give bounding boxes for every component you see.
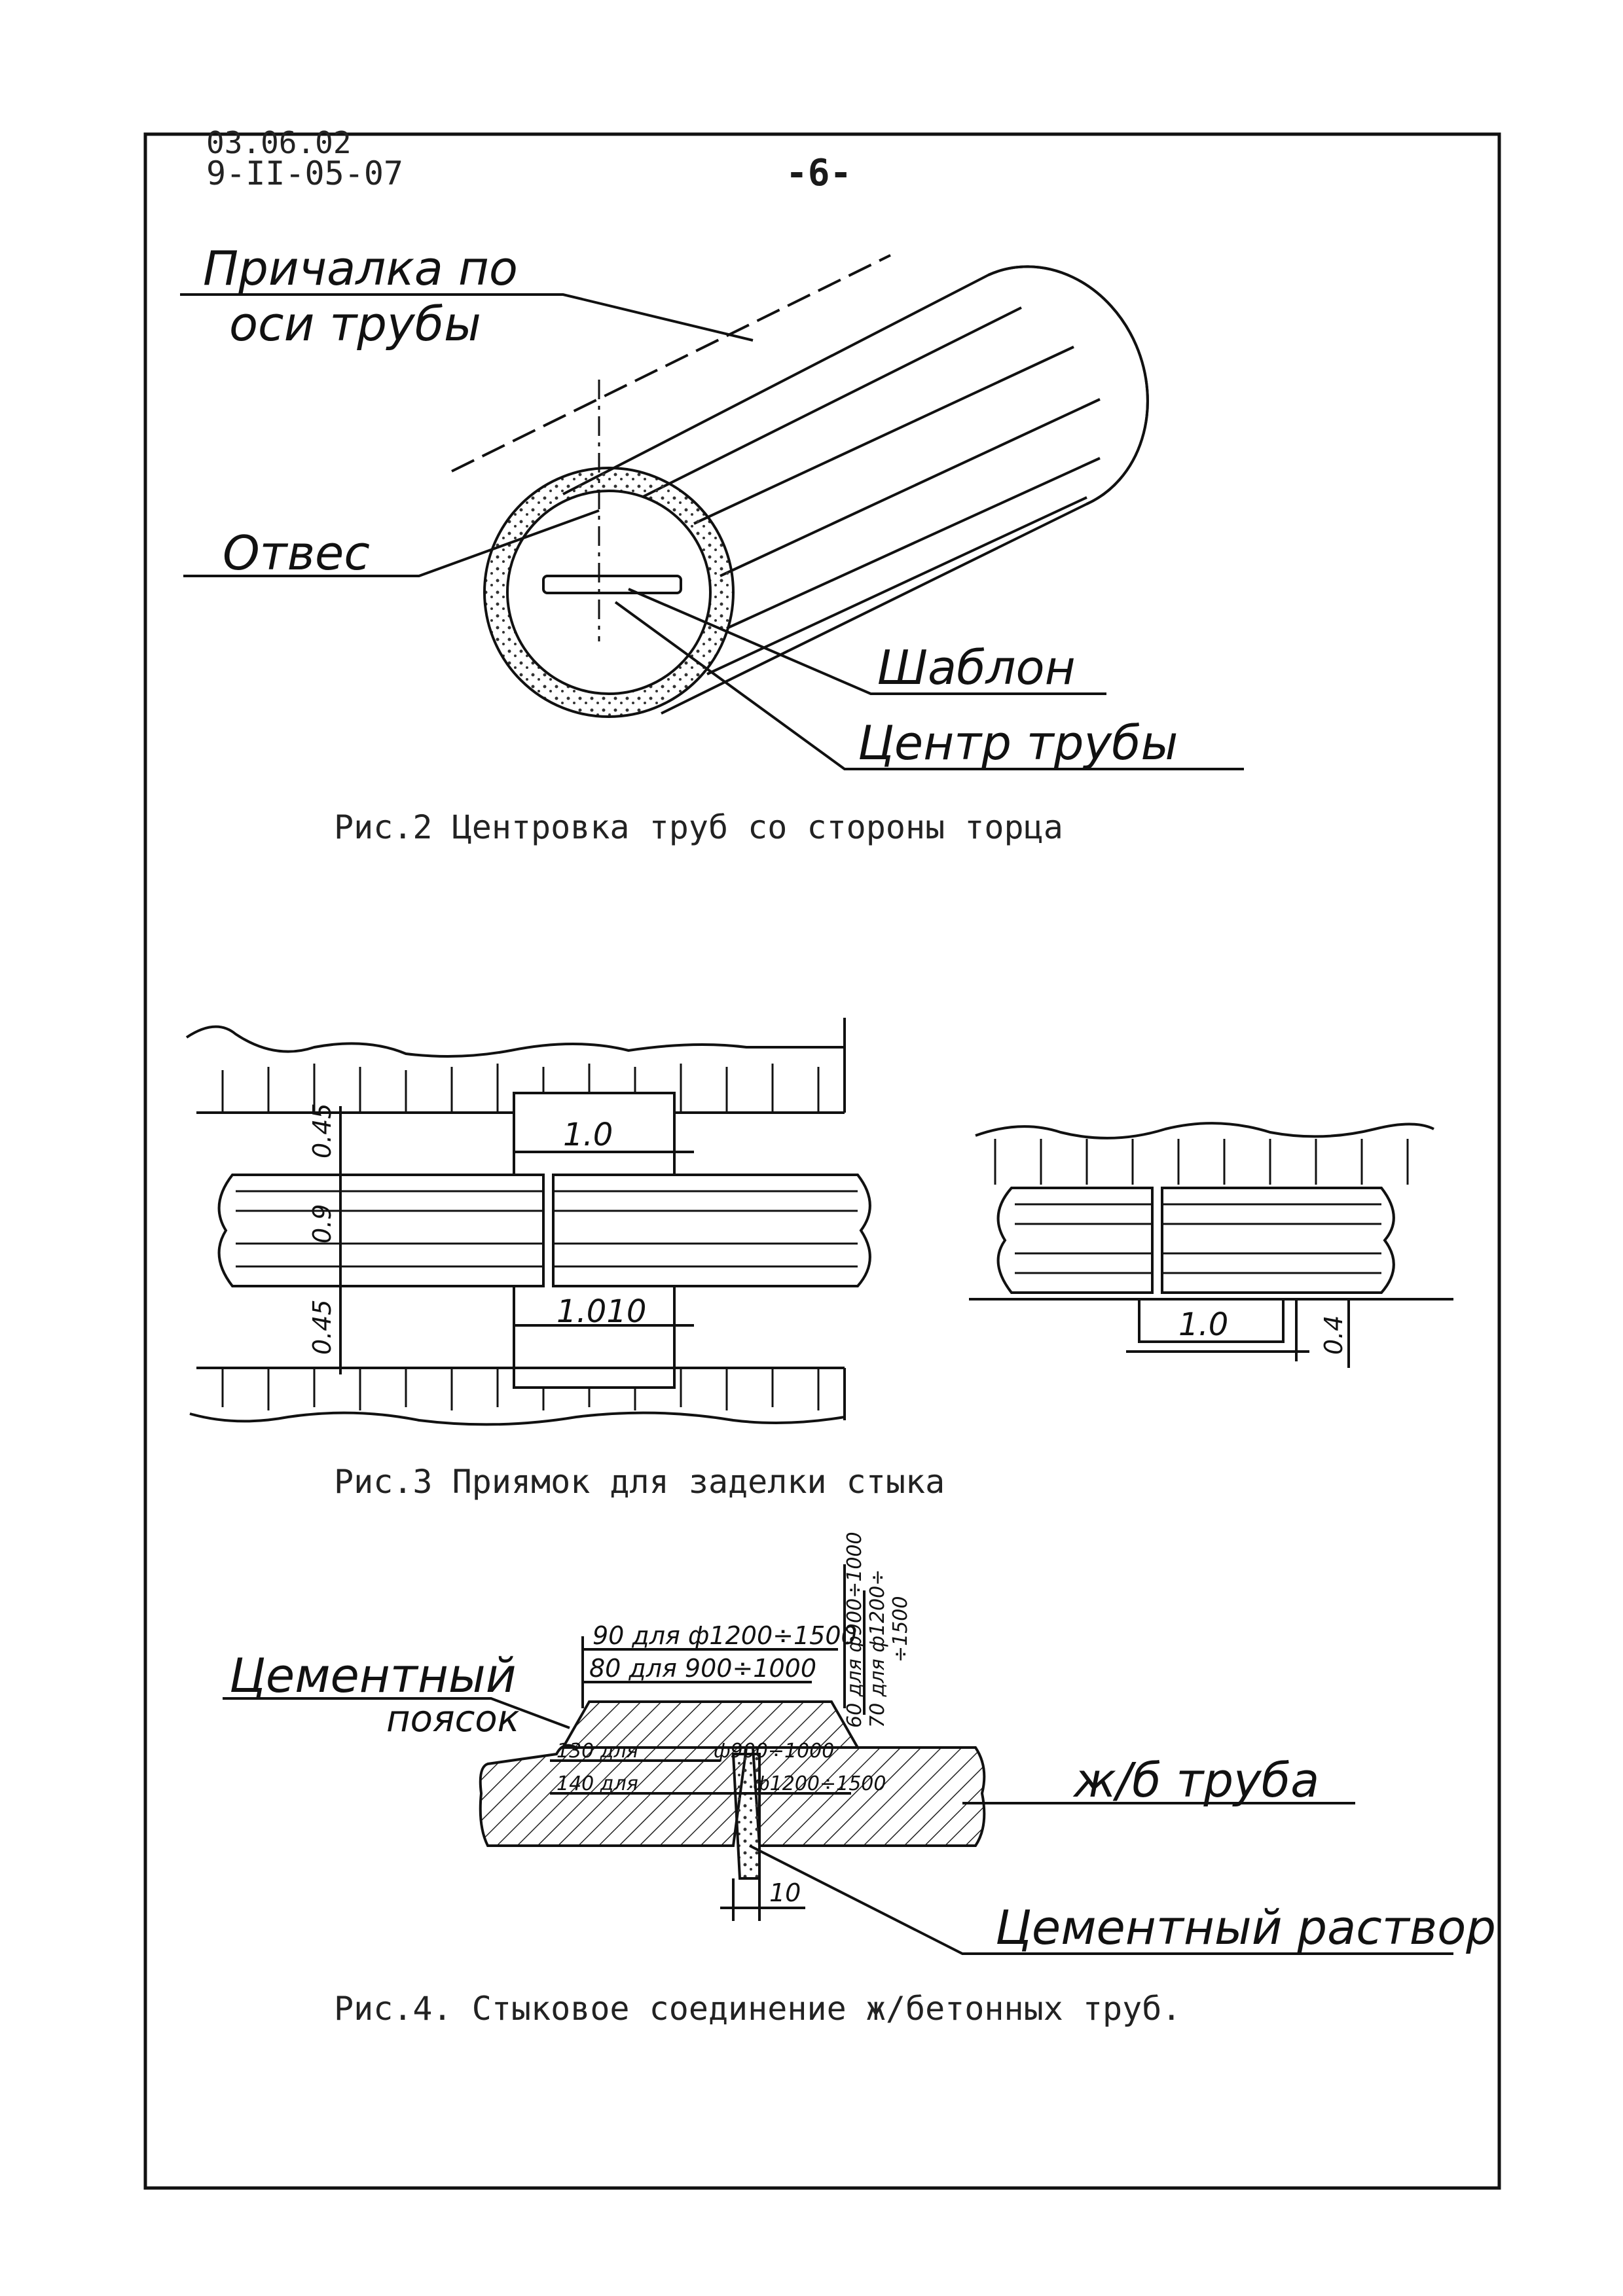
fig4-label-pipe: ж/б труба — [1072, 1753, 1319, 1808]
fig4-dim-gap: 10 — [769, 1878, 801, 1907]
fig4-label-band-line1: Цементный — [229, 1648, 517, 1703]
fig3-dim-right-width: 1.0 — [1178, 1306, 1228, 1343]
fig3-dim-right-depth: 0.4 — [1319, 1316, 1348, 1355]
fig4-dim-90: 90 для ф1200÷1500 — [593, 1621, 857, 1650]
page-number: -6- — [786, 152, 852, 194]
fig4-dim-vert-3: ÷1500 — [889, 1596, 912, 1662]
fig3-dim-lower-depth: 0.45 — [308, 1299, 337, 1355]
fig3-caption: Рис.3 Приямок для заделки стыка — [334, 1463, 945, 1501]
fig4-dim-80: 80 для 900÷1000 — [589, 1654, 816, 1683]
fig2-caption: Рис.2 Центровка труб со стороны торца — [334, 808, 1063, 846]
page-frame — [143, 132, 1501, 2190]
fig2-label-line1: Причалка по — [203, 241, 518, 296]
fig4-dim-1200: ф1200÷1500 — [753, 1772, 886, 1795]
fig4-label-mortar: Цементный раствор — [995, 1900, 1496, 1955]
fig2-label-center: Центр трубы — [858, 715, 1178, 770]
fig4-dim-vert-1: 60 для ф900÷1000 — [843, 1532, 866, 1728]
fig4-dim-140: 140 для — [556, 1772, 638, 1795]
fig2-label-line2: оси трубы — [229, 296, 481, 351]
fig3-dim-pipe: 0.9 — [308, 1204, 337, 1244]
fig3-trench-drawing — [185, 1018, 1453, 1426]
fig4-caption: Рис.4. Стыковое соединение ж/бетонных тр… — [334, 1990, 1182, 2028]
fig2-label-template: Шаблон — [877, 640, 1076, 695]
doc-code-line2: 9-II-05-07 — [206, 154, 404, 192]
fig3-dim-top-width: 1.0 — [563, 1117, 613, 1153]
fig2-pipe-drawing — [180, 254, 1244, 770]
fig4-joint-drawing — [223, 1564, 1453, 1955]
fig4-dim-900: ф900÷1000 — [714, 1740, 834, 1763]
doc-code-line1: 03.06.02 — [206, 125, 352, 160]
fig3-dim-bottom-width: 1.010 — [556, 1293, 646, 1330]
fig2-label-plumb: Отвес — [223, 526, 370, 581]
fig4-dim-130: 130 для — [556, 1740, 638, 1763]
fig4-dim-vert-2: 70 для ф1200÷ — [866, 1570, 889, 1728]
fig4-label-band-line2: поясок — [386, 1698, 520, 1740]
fig3-dim-upper-depth: 0.45 — [308, 1103, 337, 1158]
